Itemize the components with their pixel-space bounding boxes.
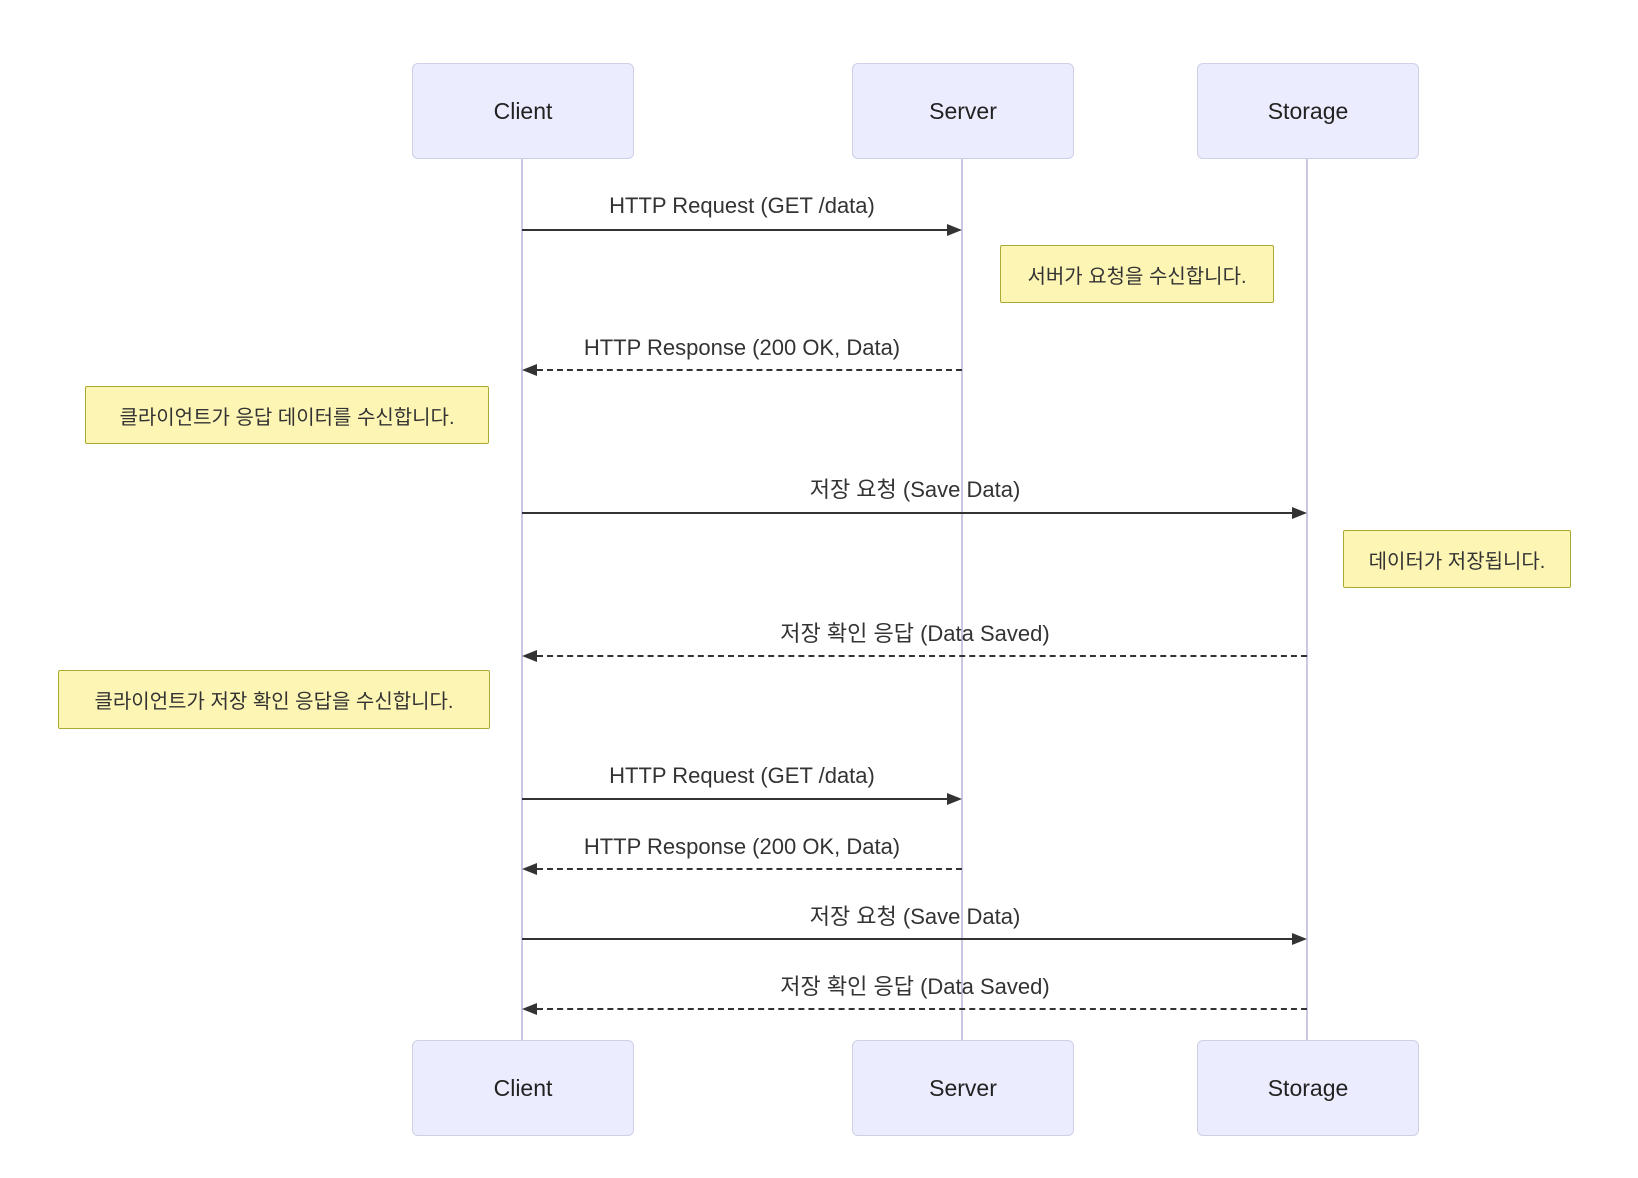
note-text: 클라이언트가 응답 데이터를 수신합니다.	[119, 406, 455, 429]
arrowhead-left-icon	[522, 650, 537, 662]
message-label: HTTP Response (200 OK, Data)	[583, 834, 901, 859]
message-line	[522, 938, 1292, 940]
actor-server-bottom: Server	[852, 1040, 1074, 1136]
message-label: 저장 요청 (Save Data)	[809, 904, 1021, 929]
actor-storage-label: Storage	[1267, 1074, 1349, 1101]
message-line	[522, 512, 1292, 514]
arrowhead-right-icon	[947, 224, 962, 236]
lifeline-storage	[1306, 157, 1308, 1040]
note-text: 데이터가 저장됩니다.	[1368, 550, 1546, 573]
note-server-receives: 서버가 요청을 수신합니다.	[1000, 245, 1274, 303]
arrowhead-right-icon	[1292, 507, 1307, 519]
note-text: 클라이언트가 저장 확인 응답을 수신합니다.	[94, 691, 454, 713]
actor-client-top: Client	[412, 63, 634, 159]
actor-client-label: Client	[493, 97, 553, 124]
note-client-receives-response: 클라이언트가 응답 데이터를 수신합니다.	[85, 386, 489, 444]
message-label: HTTP Request (GET /data)	[609, 193, 875, 218]
arrowhead-right-icon	[1292, 933, 1307, 945]
message-label: 저장 확인 응답 (Data Saved)	[780, 621, 1050, 646]
actor-server-label: Server	[929, 1074, 997, 1101]
lifeline-client	[521, 157, 523, 1040]
arrowhead-left-icon	[522, 364, 537, 376]
actor-storage-bottom: Storage	[1197, 1040, 1419, 1136]
message-label: 저장 확인 응답 (Data Saved)	[780, 974, 1050, 999]
arrowhead-left-icon	[522, 863, 537, 875]
message-line	[537, 1008, 1307, 1010]
message-line	[522, 229, 947, 231]
actor-client-label: Client	[493, 1074, 553, 1101]
message-label: HTTP Request (GET /data)	[609, 763, 875, 788]
actor-server-label: Server	[929, 97, 997, 124]
arrowhead-left-icon	[522, 1003, 537, 1015]
lifeline-server	[961, 157, 963, 1040]
message-label: HTTP Response (200 OK, Data)	[583, 335, 901, 360]
actor-storage-label: Storage	[1267, 97, 1349, 124]
note-client-receives-confirm: 클라이언트가 저장 확인 응답을 수신합니다.	[58, 670, 490, 729]
actor-storage-top: Storage	[1197, 63, 1419, 159]
message-line	[537, 655, 1307, 657]
arrowhead-right-icon	[947, 793, 962, 805]
note-text: 서버가 요청을 수신합니다.	[1027, 265, 1247, 288]
message-label: 저장 요청 (Save Data)	[809, 477, 1021, 502]
actor-client-bottom: Client	[412, 1040, 634, 1136]
message-line	[537, 369, 962, 371]
note-data-saved: 데이터가 저장됩니다.	[1343, 530, 1571, 588]
message-line	[522, 798, 947, 800]
actor-server-top: Server	[852, 63, 1074, 159]
message-line	[537, 868, 962, 870]
